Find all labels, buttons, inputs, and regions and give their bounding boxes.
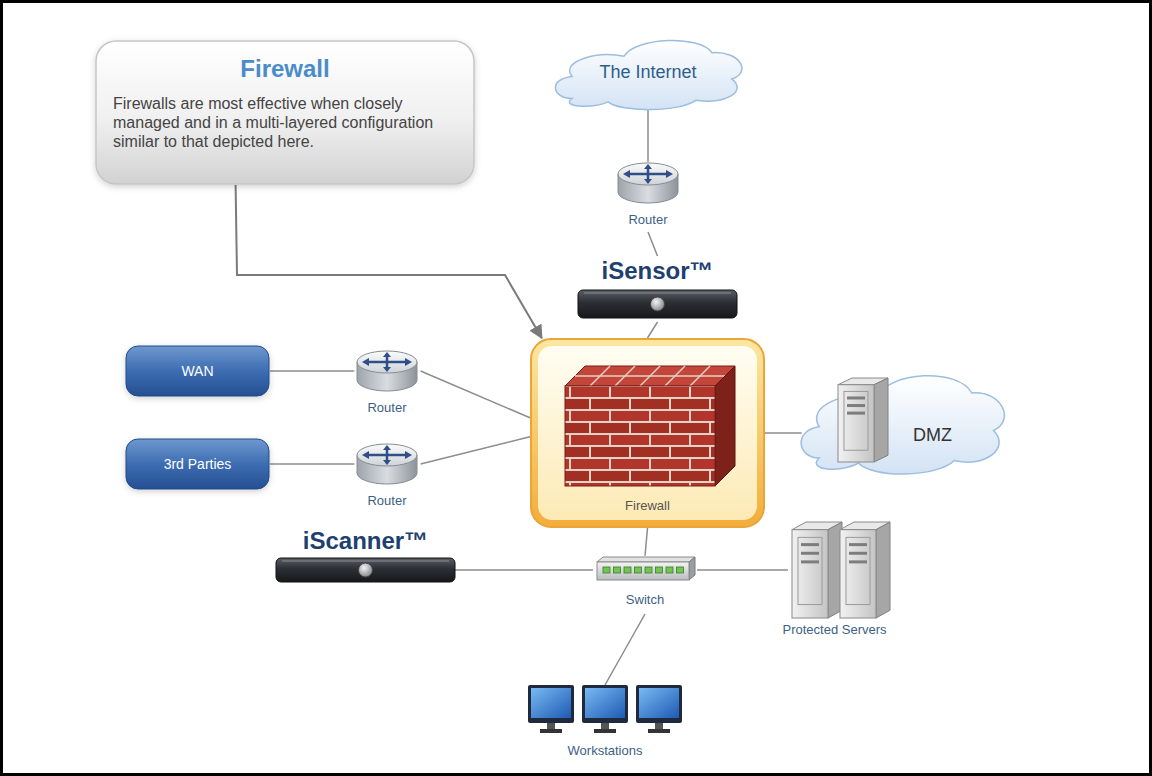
switch-icon: Switch: [580, 554, 710, 614]
router-icon: Router: [339, 346, 435, 418]
server-group: Protected Servers: [757, 518, 912, 642]
router-symbol: [618, 163, 678, 203]
node-label: Firewall: [530, 498, 765, 514]
network-link: [697, 569, 788, 571]
node-label: Firewall: [95, 54, 475, 84]
network-link: [454, 569, 593, 571]
node-label: Switch: [580, 592, 710, 608]
server-tower: [840, 522, 890, 618]
monitor-icon: [636, 685, 682, 733]
dmz-cloud: DMZ: [793, 358, 1011, 483]
leader-arrow: [236, 185, 542, 338]
monitor-icon: [528, 685, 574, 733]
sensor-appliance: iSensor™: [575, 256, 740, 322]
internet-cloud: The Internet: [548, 28, 748, 116]
network-link: [647, 107, 649, 162]
firewall-box: Firewall: [530, 338, 765, 528]
network-pill: 3rd Parties: [125, 438, 270, 490]
node-label: Router: [339, 493, 435, 509]
node-label: Router: [339, 400, 435, 416]
node-label: DMZ: [913, 424, 993, 447]
node-label: 3rd Parties: [125, 455, 270, 473]
network-link: [605, 614, 645, 685]
network-link: [421, 437, 530, 464]
node-label: Router: [600, 212, 696, 228]
node-label: The Internet: [548, 61, 748, 84]
network-link: [645, 528, 648, 556]
callout-box: FirewallFirewalls are most effective whe…: [95, 40, 475, 185]
node-label: Protected Servers: [757, 622, 912, 638]
node-label: Workstations: [515, 743, 695, 759]
dmz-cloud-outline: [793, 358, 1011, 483]
network-pill: WAN: [125, 345, 270, 397]
network-link: [421, 371, 530, 418]
server-tower: [792, 522, 842, 618]
workstation-group: Workstations: [515, 685, 695, 763]
brick-wall: [565, 366, 735, 486]
node-label: iScanner™: [273, 526, 458, 556]
network-link: [648, 322, 658, 338]
monitor-icon: [582, 685, 628, 733]
node-label: iSensor™: [575, 256, 740, 286]
router-symbol: [357, 351, 417, 391]
network-link: [648, 232, 658, 256]
router-symbol: [357, 444, 417, 484]
router-icon: Router: [600, 158, 696, 232]
node-label: WAN: [125, 362, 270, 380]
network-link: [270, 463, 354, 465]
node-body: Firewalls are most effective when closel…: [113, 94, 453, 151]
router-icon: Router: [339, 439, 435, 511]
network-link: [270, 370, 354, 372]
network-link: [765, 432, 802, 434]
scanner-appliance: iScanner™: [273, 526, 458, 584]
server-tower: [838, 378, 888, 462]
